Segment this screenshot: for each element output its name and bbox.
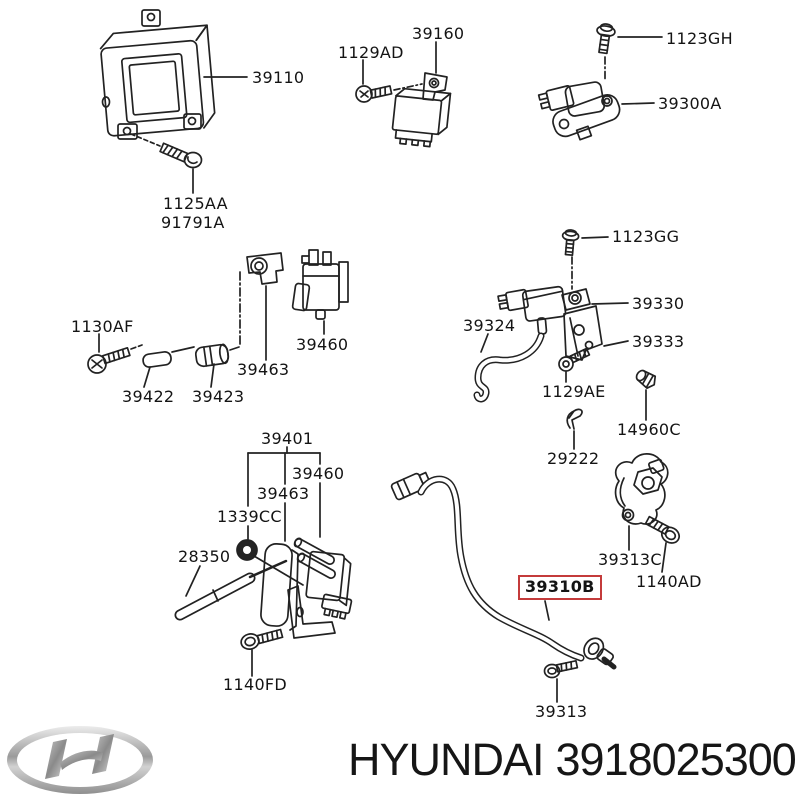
- pressure-sensor-drawing: [473, 229, 657, 450]
- part-label-14960c: 14960C: [617, 420, 681, 439]
- screw-1125aa-drawing: [130, 133, 203, 194]
- brand-name: HYUNDAI: [348, 734, 545, 785]
- part-label-39313: 39313: [535, 702, 588, 721]
- relay-drawing: [355, 41, 452, 148]
- part-label-39333: 39333: [632, 332, 685, 351]
- part-label-39330: 39330: [632, 294, 685, 313]
- part-label-1130af: 1130AF: [71, 317, 134, 336]
- part-label-39310b-highlighted: 39310B: [518, 575, 602, 600]
- part-label-39423: 39423: [192, 387, 245, 406]
- part-label-39110: 39110: [252, 68, 305, 87]
- part-label-39313c: 39313C: [598, 550, 662, 569]
- part-label-39324: 39324: [463, 316, 516, 335]
- part-label-39460-lower: 39460: [292, 464, 345, 483]
- part-label-39463-lower: 39463: [257, 484, 310, 503]
- part-label-39401: 39401: [261, 429, 314, 448]
- part-label-39422: 39422: [122, 387, 175, 406]
- hyundai-logo: [7, 726, 153, 794]
- map-sensor-drawing: [537, 23, 663, 141]
- solenoid-assembly-drawing: [174, 446, 353, 677]
- part-label-39300a: 39300A: [658, 94, 722, 113]
- part-label-1129ae: 1129AE: [542, 382, 606, 401]
- part-label-1140fd: 1140FD: [223, 675, 288, 694]
- part-label-1129ad: 1129AD: [338, 43, 404, 62]
- sensor-cable-drawing: [390, 471, 617, 703]
- part-label-1339cc: 1339CC: [217, 507, 282, 526]
- vacuum-valve-chain-drawing: [87, 249, 349, 388]
- part-label-91791a: 91791A: [161, 213, 225, 232]
- part-label-39160: 39160: [412, 24, 465, 43]
- part-label-39460-upper: 39460: [296, 335, 349, 354]
- part-label-28350: 28350: [178, 547, 231, 566]
- part-label-39463-upper: 39463: [237, 360, 290, 379]
- part-label-1123gh: 1123GH: [666, 29, 733, 48]
- part-label-29222: 29222: [547, 449, 600, 468]
- part-label-1140ad: 1140AD: [636, 572, 702, 591]
- crank-sensor-drawing: [614, 453, 681, 573]
- ecu-module-drawing: [99, 9, 248, 140]
- part-label-1123gg: 1123GG: [612, 227, 680, 246]
- part-label-1125aa: 1125AA: [163, 194, 228, 213]
- catalog-part-number: 3918025300: [555, 734, 797, 785]
